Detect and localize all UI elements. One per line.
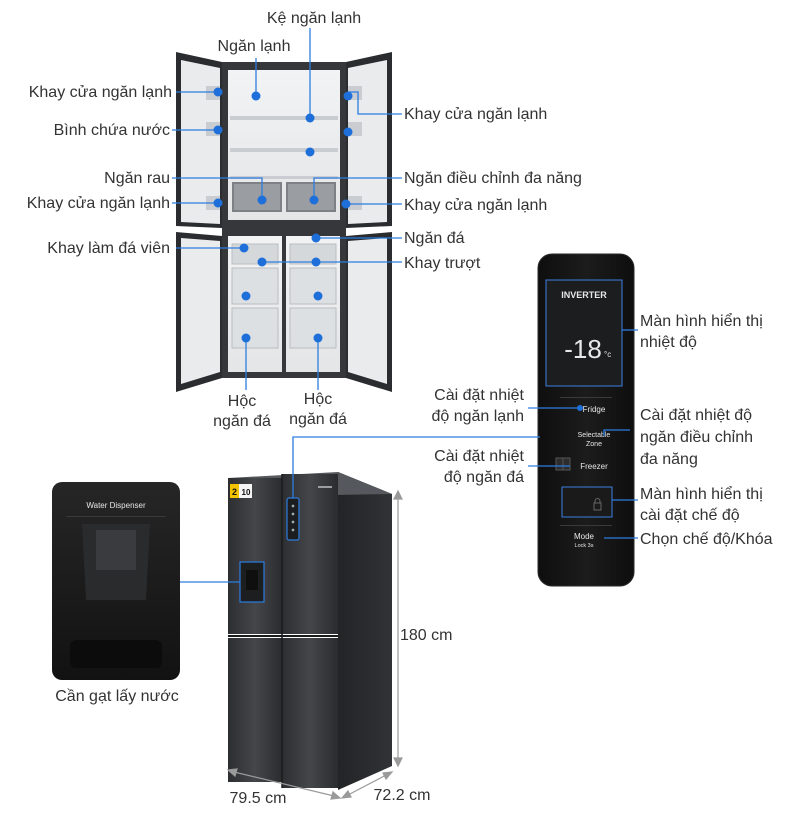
marker-dot (213, 198, 223, 208)
selectable-zone-button[interactable]: Selectable (578, 432, 611, 439)
selectable-zone-label: Zone (586, 441, 602, 448)
freezer-button[interactable]: Freezer (580, 462, 608, 471)
front-left-lower-door (228, 638, 282, 782)
dispenser-title: Water Dispenser (86, 501, 146, 510)
open-fridge-illustration (176, 52, 392, 392)
label-freezer-box-left-1: Hộc (228, 393, 256, 410)
mode-button[interactable]: Mode (574, 532, 595, 541)
label-set-fridge-1: Cài đặt nhiệt (434, 387, 524, 404)
label-display-temp-1: Màn hình hiển thị (640, 312, 763, 330)
label-mode-lock: Chọn chế độ/Khóa (640, 531, 773, 548)
dimension-height: 180 cm (400, 627, 452, 644)
label-shelf: Kệ ngăn lạnh (267, 10, 361, 27)
marker-dot (311, 257, 321, 267)
label-display-mode-1: Màn hình hiển thị (640, 485, 763, 503)
label-set-multi-3: đa năng (640, 451, 698, 468)
control-panel: INVERTER -18 °c Fridge Selectable Zone F… (537, 253, 635, 587)
marker-dot (251, 91, 261, 101)
mode-display (561, 486, 613, 518)
leader-lines-bottom (180, 436, 540, 583)
marker-dot (257, 195, 267, 205)
marker-dot (341, 199, 351, 209)
temperature-unit: °c (604, 350, 611, 359)
marker-dot (577, 405, 583, 411)
label-door-tray-left-1: Khay cửa ngăn lạnh (29, 84, 172, 101)
label-water-lever: Cần gạt lấy nước (55, 688, 178, 705)
lock-icon (593, 502, 602, 511)
label-freezer-box-left-2: ngăn đá (213, 413, 271, 430)
temp-display (545, 279, 623, 387)
marker-dot (309, 195, 319, 205)
marker-dot (213, 87, 223, 97)
label-freezer-compartment: Ngăn đá (404, 230, 465, 247)
label-door-tray-left-2: Khay cửa ngăn lạnh (27, 195, 170, 212)
marker-dot (241, 333, 251, 343)
fridge-side (338, 472, 392, 790)
label-freezer-box-right-2: ngăn đá (289, 411, 347, 428)
label-freezer-box-right-1: Hộc (304, 391, 332, 408)
temperature-readout: -18 (564, 334, 602, 364)
marker-dot (343, 91, 353, 101)
leader-lines-panel (528, 329, 638, 539)
label-door-tray-right-2: Khay cửa ngăn lạnh (404, 197, 547, 214)
marker-dot (343, 127, 353, 137)
marker-dot (305, 113, 315, 123)
lock-hint: Lock 3s (575, 543, 594, 549)
label-multi-zone: Ngăn điều chỉnh đa năng (404, 170, 582, 187)
front-left-upper-door (228, 478, 282, 634)
label-set-multi-1: Cài đặt nhiệt độ (640, 407, 752, 424)
label-ice-tray: Khay làm đá viên (47, 240, 170, 257)
marker-dot (213, 125, 223, 135)
label-sliding-tray: Khay trượt (404, 255, 481, 272)
label-veg-drawer: Ngăn rau (104, 170, 170, 187)
dimension-depth: 72.2 cm (374, 787, 431, 804)
marker-dot (311, 233, 321, 243)
label-set-freezer-2: độ ngăn đá (444, 469, 524, 486)
marker-dot (305, 147, 315, 157)
dimension-lines (226, 489, 403, 800)
marker-dots-top (213, 87, 353, 343)
water-dispenser-inset: Water Dispenser (52, 482, 180, 680)
door-control-panel (286, 497, 300, 541)
label-display-temp-2: nhiệt độ (640, 334, 697, 351)
marker-dot (313, 291, 323, 301)
badge-label: 10 (242, 488, 251, 497)
label-door-tray-right-1: Khay cửa ngăn lạnh (404, 106, 547, 123)
leader-lines-top (172, 28, 402, 390)
badge-years: 2 (232, 487, 237, 497)
marker-dot (241, 291, 251, 301)
marker-dot (239, 243, 249, 253)
label-water-tank: Bình chứa nước (54, 122, 170, 139)
label-set-multi-2: ngăn điều chỉnh (640, 429, 753, 446)
marker-dot (257, 257, 267, 267)
marker-dot (313, 333, 323, 343)
label-fridge-compartment: Ngăn lạnh (218, 38, 291, 55)
drip-tray (70, 640, 162, 668)
closed-fridge-illustration: 2 10 (228, 472, 392, 790)
inverter-text: INVERTER (561, 290, 607, 300)
label-display-mode-2: cài đặt chế độ (640, 507, 740, 524)
dimension-width: 79.5 cm (230, 790, 287, 807)
front-right-lower-door (282, 638, 338, 788)
label-set-fridge-2: độ ngăn lạnh (431, 408, 524, 425)
label-set-freezer-1: Cài đặt nhiệt (434, 448, 524, 465)
fridge-button[interactable]: Fridge (583, 405, 606, 414)
